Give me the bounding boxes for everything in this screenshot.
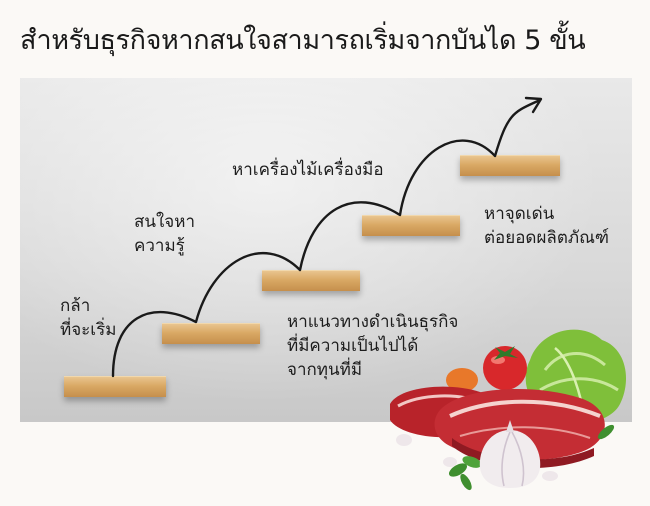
step-5-plank [460,155,560,176]
herb-icon [448,424,615,491]
step-1-line-1: กล้า [60,296,91,316]
step-2-line-2: ความรู้ [134,236,185,256]
step-3-line-3: จากทุนที่มี [287,360,363,380]
step-5-line-2: ต่อยอดผลิตภัณฑ์ [484,228,609,248]
page-title: สำหรับธุรกิจหากสนใจสามารถเริ่มจากบันได 5… [20,25,586,56]
step-3-line-1: หาแนวทางดำเนินธุรกิจ [287,312,459,332]
step-1-label: กล้า ที่จะเริ่ม [60,294,116,342]
food-image [390,329,626,491]
step-1-line-2: ที่จะเริ่ม [60,320,117,340]
step-2-line-1: สนใจหา [134,212,196,232]
step-3-label: หาแนวทางดำเนินธุรกิจ ที่มีความเป็นไปได้ … [287,310,458,382]
carrot-icon [446,368,478,392]
step-4-line-1: หาเครื่องไม้เครื่องมือ [232,160,384,180]
step-2-plank [162,323,260,344]
step-2-label: สนใจหา ความรู้ [134,210,195,258]
meat-icon [390,386,605,469]
tomato-icon [483,346,527,390]
step-4-label: หาเครื่องไม้เครื่องมือ [232,158,384,182]
step-3-plank [262,270,360,291]
garlic-clove-icon [396,434,412,446]
garlic-icon [396,420,558,488]
step-5-label: หาจุดเด่น ต่อยอดผลิตภัณฑ์ [484,202,609,250]
step-5-line-1: หาจุดเด่น [484,204,555,224]
step-1-plank [64,376,166,397]
step-4-plank [362,215,460,236]
step-3-line-2: ที่มีความเป็นไปได้ [287,336,419,356]
